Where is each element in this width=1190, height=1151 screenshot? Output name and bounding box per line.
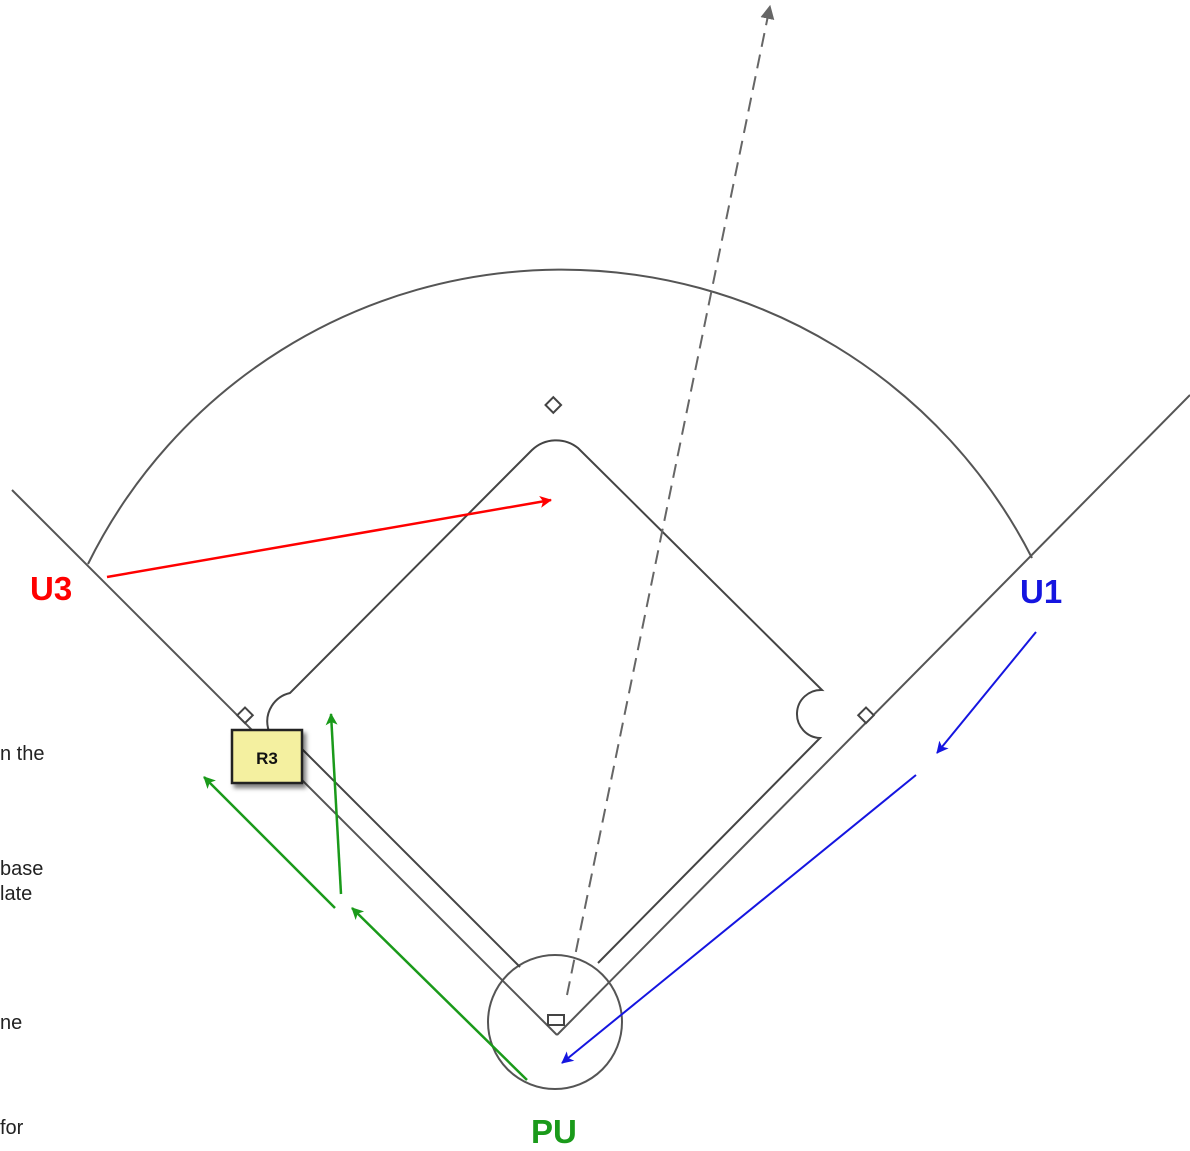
- u1-label: U1: [1020, 573, 1062, 610]
- home-plate-circle: [487, 954, 623, 1090]
- text-fragment-3: late: [0, 883, 33, 905]
- u3-movement-arrow: [106, 495, 552, 579]
- u1-movement-arrow-1: [936, 631, 1037, 754]
- text-fragment-1: n the: [0, 743, 45, 765]
- text-fragment-5: for: [0, 1117, 24, 1139]
- home-plate-icon: [547, 1014, 565, 1026]
- text-fragment-2: base: [0, 858, 44, 880]
- u3-label: U3: [30, 570, 72, 607]
- u1-movement-arrow-2: [561, 774, 917, 1064]
- first-base-icon: [856, 706, 876, 725]
- text-fragment-4: ne: [0, 1012, 23, 1034]
- pu-movement-arrow-2: [325, 713, 343, 895]
- runner-label: R3: [256, 749, 278, 768]
- pu-movement-arrow-3: [203, 776, 336, 909]
- third-base-icon: [235, 706, 255, 725]
- second-base-icon: [544, 395, 563, 415]
- pu-label: PU: [531, 1113, 577, 1150]
- infield-outline: [266, 439, 825, 968]
- ball-path-arrow: [566, 4, 775, 996]
- outfield-arc: [87, 268, 1033, 565]
- runner-marker: R3: [230, 728, 304, 785]
- pu-movement-arrow-1: [351, 907, 528, 1081]
